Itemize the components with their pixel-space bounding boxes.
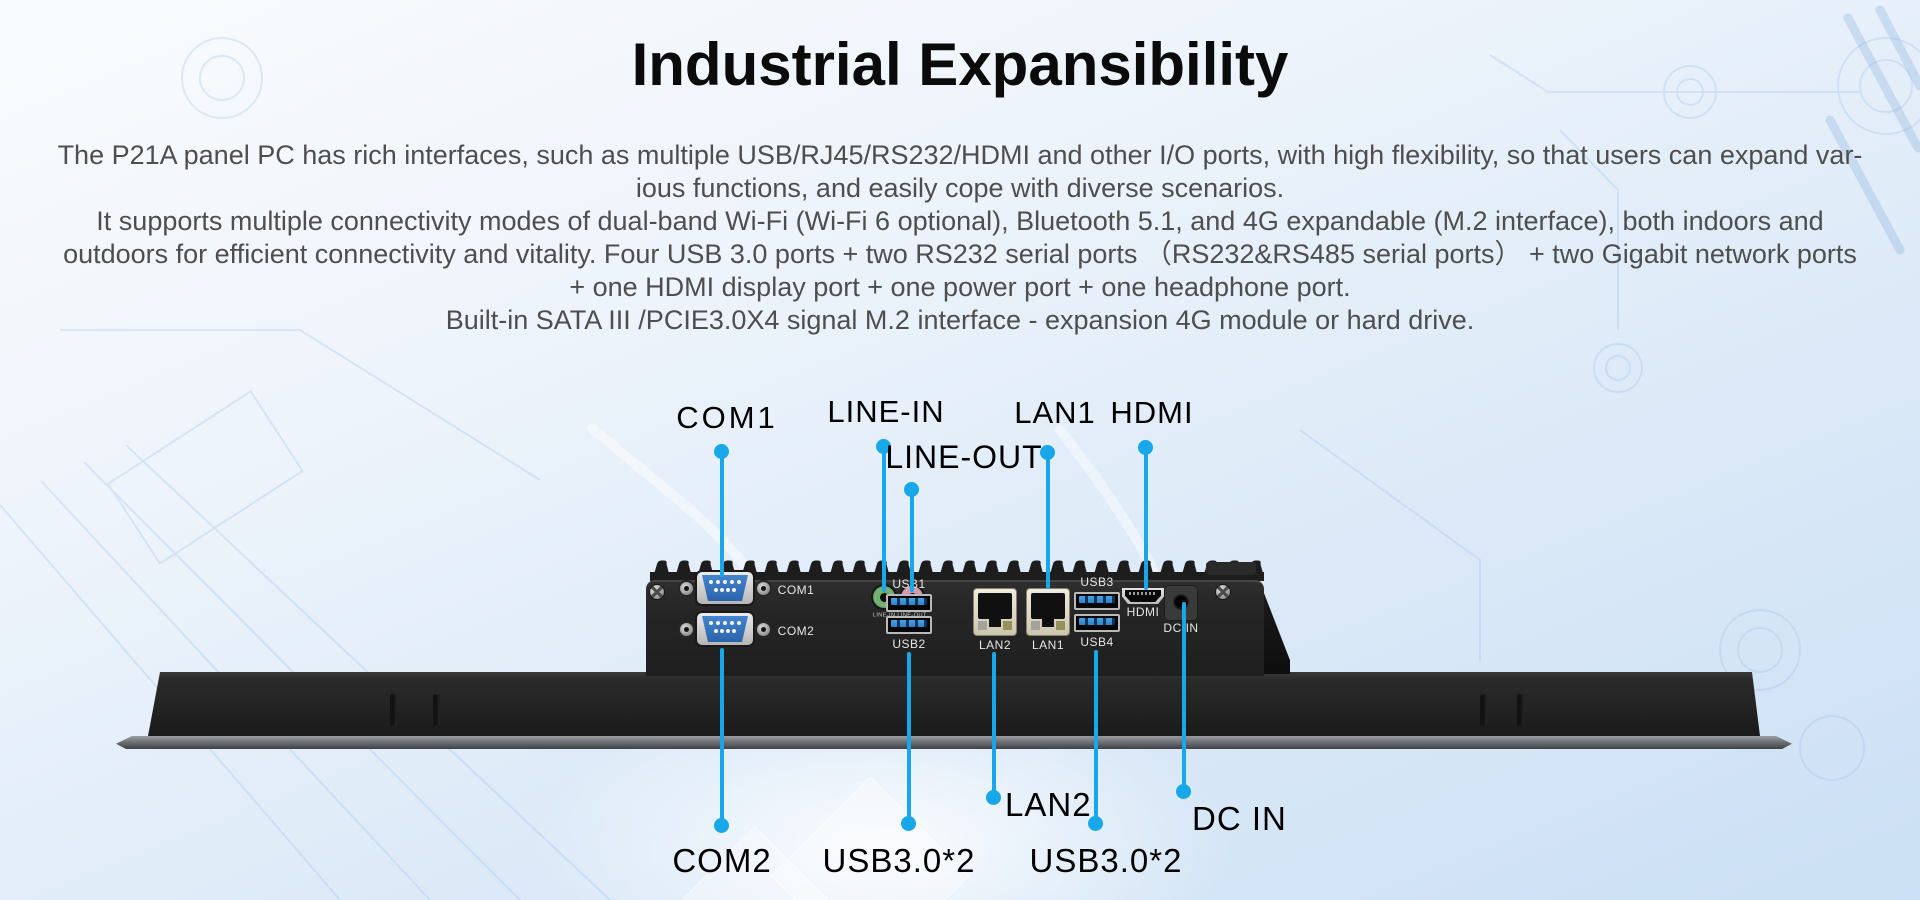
- callout-dot-dc-in: [1176, 784, 1191, 799]
- mounting-slot: [390, 694, 397, 726]
- callout-label-line-out: LINE-OUT: [885, 439, 1043, 475]
- panel-pc-bezel-edge: [116, 736, 1792, 749]
- callout-line-line-in: [882, 449, 886, 592]
- db9-connector-icon: [702, 616, 748, 642]
- port-label-dc-in: DC IN: [1163, 621, 1199, 635]
- callout-line-lan1: [1046, 455, 1050, 589]
- callout-label-com1: COM1: [676, 400, 778, 435]
- callout-line-usb-right: [1094, 650, 1098, 820]
- callout-dot-hdmi: [1138, 440, 1153, 455]
- callout-label-line-in: LINE-IN: [827, 394, 945, 429]
- description-line: ious functions, and easily cope with div…: [635, 173, 1285, 203]
- db9-nut-icon: [757, 623, 770, 636]
- port-label-hdmi: HDMI: [1126, 605, 1160, 619]
- callout-label-usb-right: USB3.0*2: [1029, 842, 1183, 879]
- panel-pc-edge: [148, 672, 1760, 736]
- description-line: outdoors for efficient connectivity and …: [63, 239, 1857, 269]
- callout-label-dc-in: DC IN: [1192, 800, 1287, 837]
- callout-label-hdmi: HDMI: [1110, 395, 1194, 430]
- callout-dot-usb-right: [1088, 816, 1103, 831]
- callout-dot-lan1: [1040, 445, 1055, 460]
- com2-serial-port: [697, 613, 753, 645]
- mounting-slot: [1517, 694, 1524, 726]
- usb4-port: [1074, 614, 1120, 632]
- description-line: The P21A panel PC has rich interfaces, s…: [57, 140, 1863, 170]
- mounting-slot: [1480, 694, 1487, 726]
- callout-dot-usb-left: [901, 816, 916, 831]
- port-label-lan2: LAN2: [978, 638, 1012, 652]
- callout-line-dc-in: [1182, 602, 1186, 788]
- callout-dot-com2: [714, 818, 729, 833]
- usb1-port: [886, 594, 932, 612]
- callout-label-lan2: LAN2: [1005, 786, 1092, 823]
- lan2-port: [973, 588, 1017, 636]
- usb2-port: [886, 616, 932, 634]
- screw-icon: [650, 585, 664, 599]
- callout-line-com1: [720, 454, 724, 577]
- port-label-usb4: USB4: [1080, 635, 1114, 649]
- mounting-slot: [433, 694, 440, 726]
- port-label-usb1: USB1: [892, 577, 926, 591]
- product-description: The P21A panel PC has rich interfaces, s…: [25, 139, 1895, 337]
- db9-connector-icon: [702, 575, 748, 601]
- callout-dot-lan2: [986, 790, 1001, 805]
- com1-serial-port: [697, 572, 753, 604]
- hdmi-port: [1122, 588, 1164, 604]
- port-label-lan1: LAN1: [1031, 638, 1065, 652]
- description-line: Built-in SATA III /PCIE3.0X4 signal M.2 …: [445, 305, 1475, 335]
- port-label-line-out: LINE-OUT: [892, 612, 933, 618]
- callout-dot-line-out: [904, 482, 919, 497]
- callout-label-lan1: LAN1: [1014, 395, 1096, 430]
- callout-label-com2: COM2: [672, 842, 772, 879]
- port-label-usb2: USB2: [892, 637, 926, 651]
- description-line: It supports multiple connectivity modes …: [96, 206, 1824, 236]
- lan1-port: [1026, 588, 1070, 636]
- callout-line-com2: [720, 648, 724, 822]
- callout-dot-line-in: [876, 439, 891, 454]
- port-label-line-in: LINE-IN: [872, 612, 896, 619]
- db9-nut-icon: [680, 582, 693, 595]
- port-label-usb3: USB3: [1080, 575, 1114, 589]
- usb3-port: [1074, 592, 1120, 610]
- callout-line-line-out: [910, 492, 914, 592]
- dc-in-port: [1164, 585, 1198, 621]
- db9-nut-icon: [680, 623, 693, 636]
- screw-icon: [1216, 585, 1230, 599]
- callout-dot-com1: [714, 444, 729, 459]
- io-module-side-face: [1262, 588, 1290, 674]
- port-label-com1: COM1: [777, 583, 815, 597]
- port-label-com2: COM2: [777, 624, 815, 638]
- db9-nut-icon: [757, 582, 770, 595]
- callout-label-usb-left: USB3.0*2: [822, 842, 976, 879]
- description-line: + one HDMI display port + one power port…: [569, 272, 1351, 302]
- callout-line-lan2: [992, 652, 996, 794]
- page-title: Industrial Expansibility: [631, 31, 1289, 98]
- callout-line-usb-left: [907, 652, 911, 820]
- callout-line-hdmi: [1144, 450, 1148, 590]
